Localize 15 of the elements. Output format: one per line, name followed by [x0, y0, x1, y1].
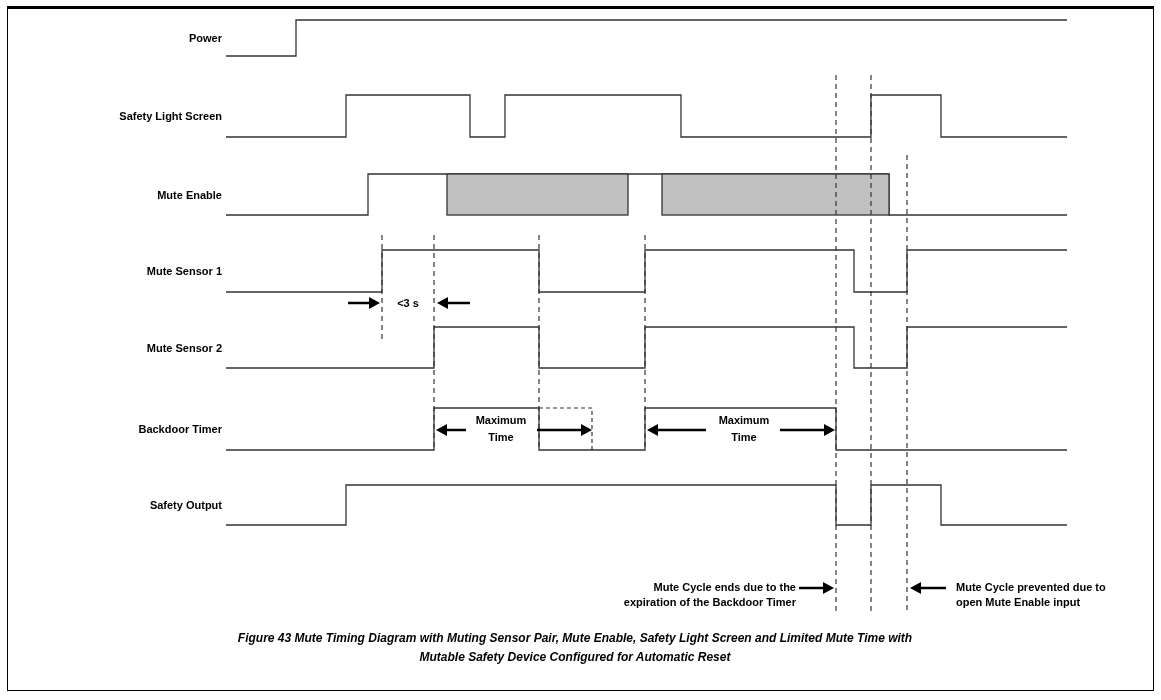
figure-caption: Figure 43 Mute Timing Diagram with Muting Sensor Pair, Mute Enable, Safety Light Screen and Limited Mute Time with Mutable Safety Device Configured for Automatic Reset — [236, 630, 914, 666]
signal-name: Mute Sensor 1 — [145, 264, 222, 278]
annotation-text: Mute Cycle ends due to the expiration of the Backdoor Timer — [600, 580, 796, 610]
dimension-label: Maximum Time — [717, 413, 771, 445]
annotation-text: Mute Cycle prevented due to open Mute Enable input — [956, 580, 1116, 610]
leader-arrow — [799, 582, 834, 594]
signal-name: Mute Sensor 2 — [145, 341, 222, 355]
signal-name: Mute Enable — [156, 188, 222, 202]
signal-name: Safety Light Screen — [118, 109, 222, 123]
signal-name: Backdoor Timer — [137, 422, 222, 436]
dimension-label: Maximum Time — [474, 413, 528, 445]
dimension-label: <3 s — [396, 296, 420, 311]
leader-arrow — [910, 582, 946, 594]
signal-name: Safety Output — [148, 498, 222, 512]
signal-name: Power — [188, 31, 222, 45]
